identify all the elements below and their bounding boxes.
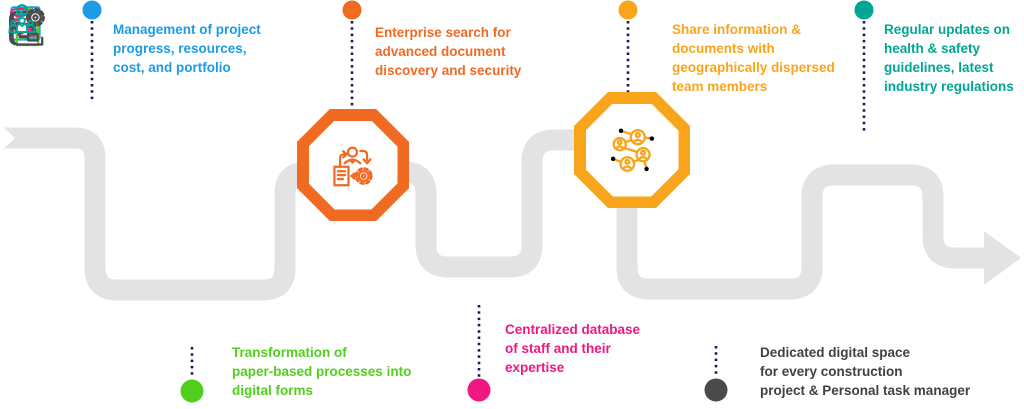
flow-path bbox=[3, 127, 988, 301]
flow-arrowhead-icon bbox=[984, 231, 1021, 285]
dot-paperless-forms bbox=[180, 379, 204, 403]
connector-dotted-lines bbox=[90, 21, 866, 378]
connector-dots bbox=[82, 0, 874, 403]
dot-project-management bbox=[82, 0, 102, 20]
dot-share-documents bbox=[618, 0, 638, 20]
dot-safety-updates bbox=[854, 0, 874, 20]
flow-start-notch bbox=[0, 124, 15, 152]
octagon-share-documents bbox=[574, 92, 690, 208]
dot-staff-database bbox=[467, 378, 491, 402]
feature-label-staff-database: Centralized database of staff and their … bbox=[505, 322, 641, 375]
dot-enterprise-search bbox=[342, 0, 362, 20]
feature-label-project-management: Management of project progress, resource… bbox=[113, 22, 261, 75]
octagon-safety-updates bbox=[0, 0, 44, 44]
octagon-enterprise-search bbox=[297, 109, 409, 221]
feature-label-digital-space: Dedicated digital space for every constr… bbox=[760, 345, 971, 398]
feature-label-safety-updates: Regular updates on health & safety guide… bbox=[884, 22, 1014, 94]
feature-label-share-documents: Share information & documents with geogr… bbox=[672, 22, 835, 94]
feature-label-enterprise-search: Enterprise search for advanced document … bbox=[375, 25, 522, 78]
check-people-icon bbox=[8, 4, 36, 33]
dot-digital-space bbox=[704, 378, 728, 402]
people-network-icon bbox=[610, 128, 655, 172]
person-document-gear-icon bbox=[333, 146, 373, 187]
feature-label-paperless-forms: Transformation of paper-based processes … bbox=[232, 345, 412, 398]
